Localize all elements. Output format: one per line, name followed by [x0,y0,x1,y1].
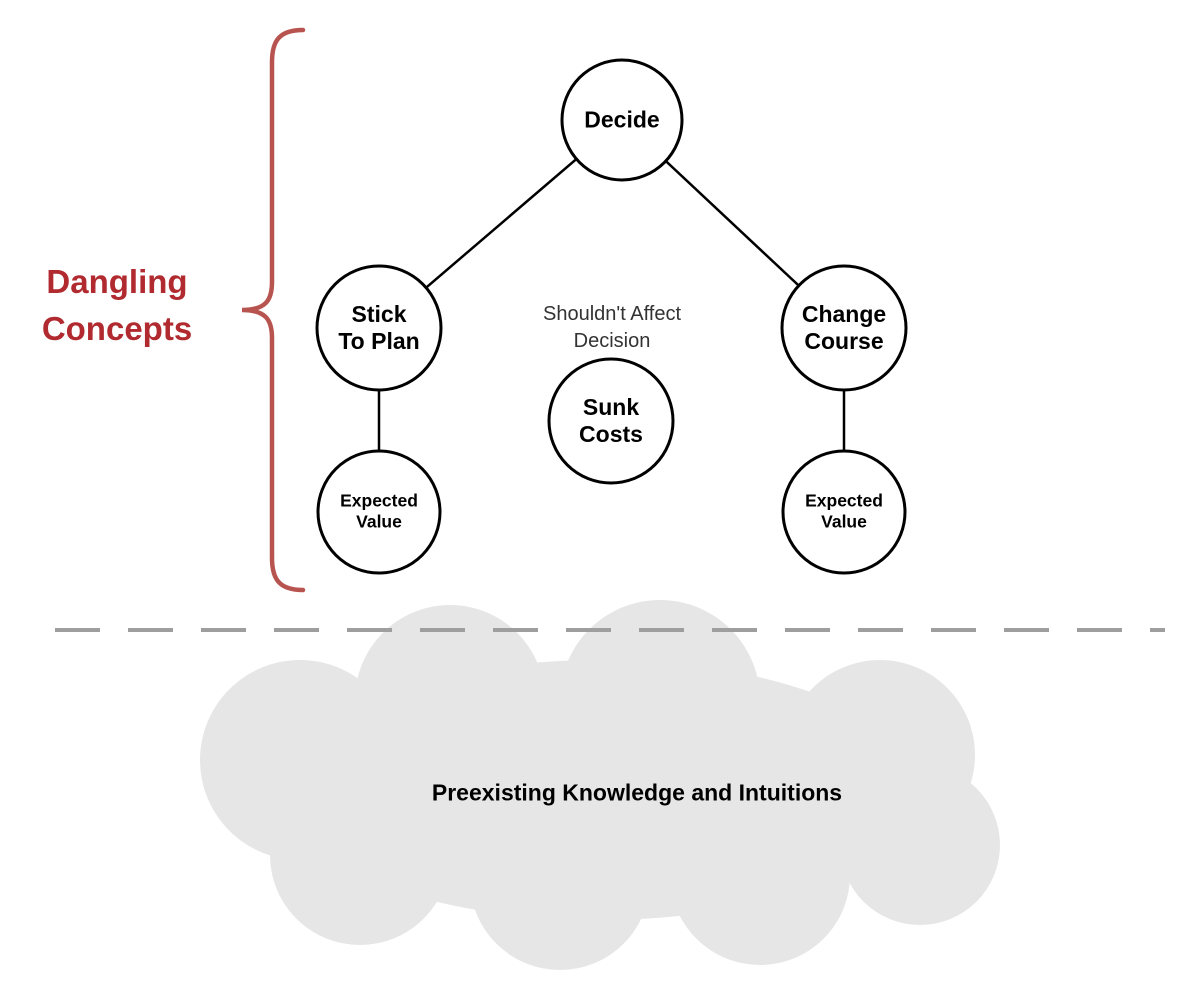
cloud-label: Preexisting Knowledge and Intuitions [431,779,843,806]
curly-brace [241,27,306,593]
decide-node [560,58,684,182]
change-course-node [780,264,908,392]
expected-value-left-node [316,449,442,575]
sunk-costs-node [547,357,675,485]
sunk-costs-note: Shouldn't Affect Decision [543,303,681,352]
decide-label: Decide [584,106,660,133]
stick-to-plan-node [315,264,443,392]
expected-value-right-label: Expected Value [805,490,883,531]
cloud-shape [200,600,1000,970]
expected-value-left-label: Expected Value [340,490,418,531]
stick-to-plan-label: Stick To Plan [338,300,420,354]
sunk-costs-label: Sunk Costs [579,393,643,447]
change-course-label: Change Course [801,300,887,354]
expected-value-right-node [781,449,907,575]
dangling-concepts-title: Dangling Concepts [41,263,193,347]
